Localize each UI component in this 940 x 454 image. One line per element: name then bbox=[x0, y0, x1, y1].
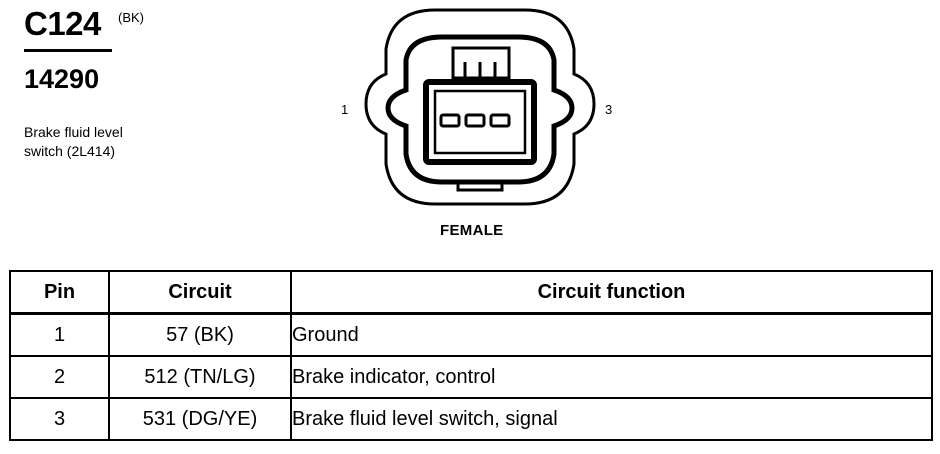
connector-color-code: (BK) bbox=[118, 10, 144, 25]
pin-label-right: 3 bbox=[605, 102, 613, 117]
connector-description: Brake fluid level switch (2L414) bbox=[24, 123, 123, 161]
pin-cavity-2 bbox=[464, 113, 486, 128]
cell-function: Brake fluid level switch, signal bbox=[290, 397, 933, 441]
connector-outer-housing bbox=[364, 8, 596, 206]
pin-cavity-1 bbox=[439, 113, 461, 128]
header-divider bbox=[24, 49, 112, 52]
pinout-table: Pin Circuit Circuit function 1 57 (BK) G… bbox=[9, 270, 933, 441]
table-header-row: Pin Circuit Circuit function bbox=[9, 270, 933, 315]
terminal-block-outer bbox=[423, 79, 537, 165]
table-row: 2 512 (TN/LG) Brake indicator, control bbox=[9, 355, 933, 399]
cell-pin: 1 bbox=[9, 312, 110, 357]
connector-gender: FEMALE bbox=[440, 222, 504, 239]
terminal-block-inner bbox=[433, 89, 527, 155]
cell-circuit: 57 (BK) bbox=[108, 312, 292, 357]
connector-id: C124 bbox=[24, 5, 101, 42]
header-pin: Pin bbox=[9, 270, 110, 315]
table-row: 3 531 (DG/YE) Brake fluid level switch, … bbox=[9, 397, 933, 441]
cell-pin: 3 bbox=[9, 397, 110, 441]
cell-pin: 2 bbox=[9, 355, 110, 399]
cell-function: Brake indicator, control bbox=[290, 355, 933, 399]
cell-circuit: 512 (TN/LG) bbox=[108, 355, 292, 399]
pin-cavity-3 bbox=[489, 113, 511, 128]
table-row: 1 57 (BK) Ground bbox=[9, 312, 933, 357]
description-line-2: switch (2L414) bbox=[24, 143, 116, 159]
connector-face-diagram bbox=[364, 8, 596, 206]
connector-inner-housing bbox=[385, 34, 575, 185]
header-circuit: Circuit bbox=[108, 270, 292, 315]
connector-bottom-notch bbox=[456, 182, 504, 192]
header-circuit-function: Circuit function bbox=[290, 270, 933, 315]
part-number: 14290 bbox=[24, 64, 100, 94]
pin-label-left: 1 bbox=[341, 102, 349, 117]
cell-circuit: 531 (DG/YE) bbox=[108, 397, 292, 441]
description-line-1: Brake fluid level bbox=[24, 124, 123, 140]
cell-function: Ground bbox=[290, 312, 933, 357]
